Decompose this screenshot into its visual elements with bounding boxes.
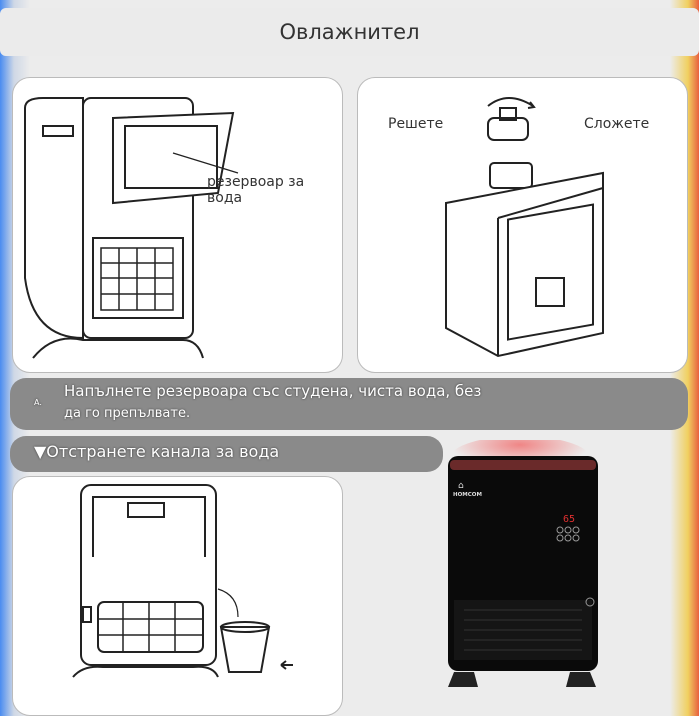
heater-tank-illustration [24, 97, 239, 359]
attach-label: Сложете [584, 116, 650, 132]
drain-illustration [72, 484, 293, 678]
product-photo-heater: ⌂ HOMCOM 65 [440, 440, 620, 695]
step-b-banner: ▼Отстранете канала за вода [10, 436, 443, 472]
diagram-tank-cap: Решете Сложете [357, 77, 688, 373]
tank-cap-illustration [445, 97, 604, 358]
display-readout: 65 [563, 514, 575, 525]
remove-label: Решете [388, 116, 444, 132]
step-b-label: ▼Отстранете канала за вода [34, 442, 280, 461]
step-a-line1: Напълнете резервоара със студена, чиста … [64, 382, 482, 400]
step-a-line2: да го препълвате. [64, 406, 191, 421]
heater-photo: ⌂ HOMCOM 65 [448, 440, 598, 687]
step-a-banner: A. Напълнете резервоара със студена, чис… [10, 378, 688, 430]
brand-name: HOMCOM [453, 492, 482, 498]
step-marker: A. [34, 398, 42, 407]
brand-logo-icon: ⌂ [458, 481, 464, 491]
title-bar: Овлажнител [0, 8, 699, 56]
water-tank-label: резервоар за вода [207, 174, 305, 206]
diagram-water-tank-open: резервоар за вода [12, 77, 343, 373]
page-title: Овлажнител [279, 20, 420, 44]
diagram-drain-water [12, 476, 343, 716]
